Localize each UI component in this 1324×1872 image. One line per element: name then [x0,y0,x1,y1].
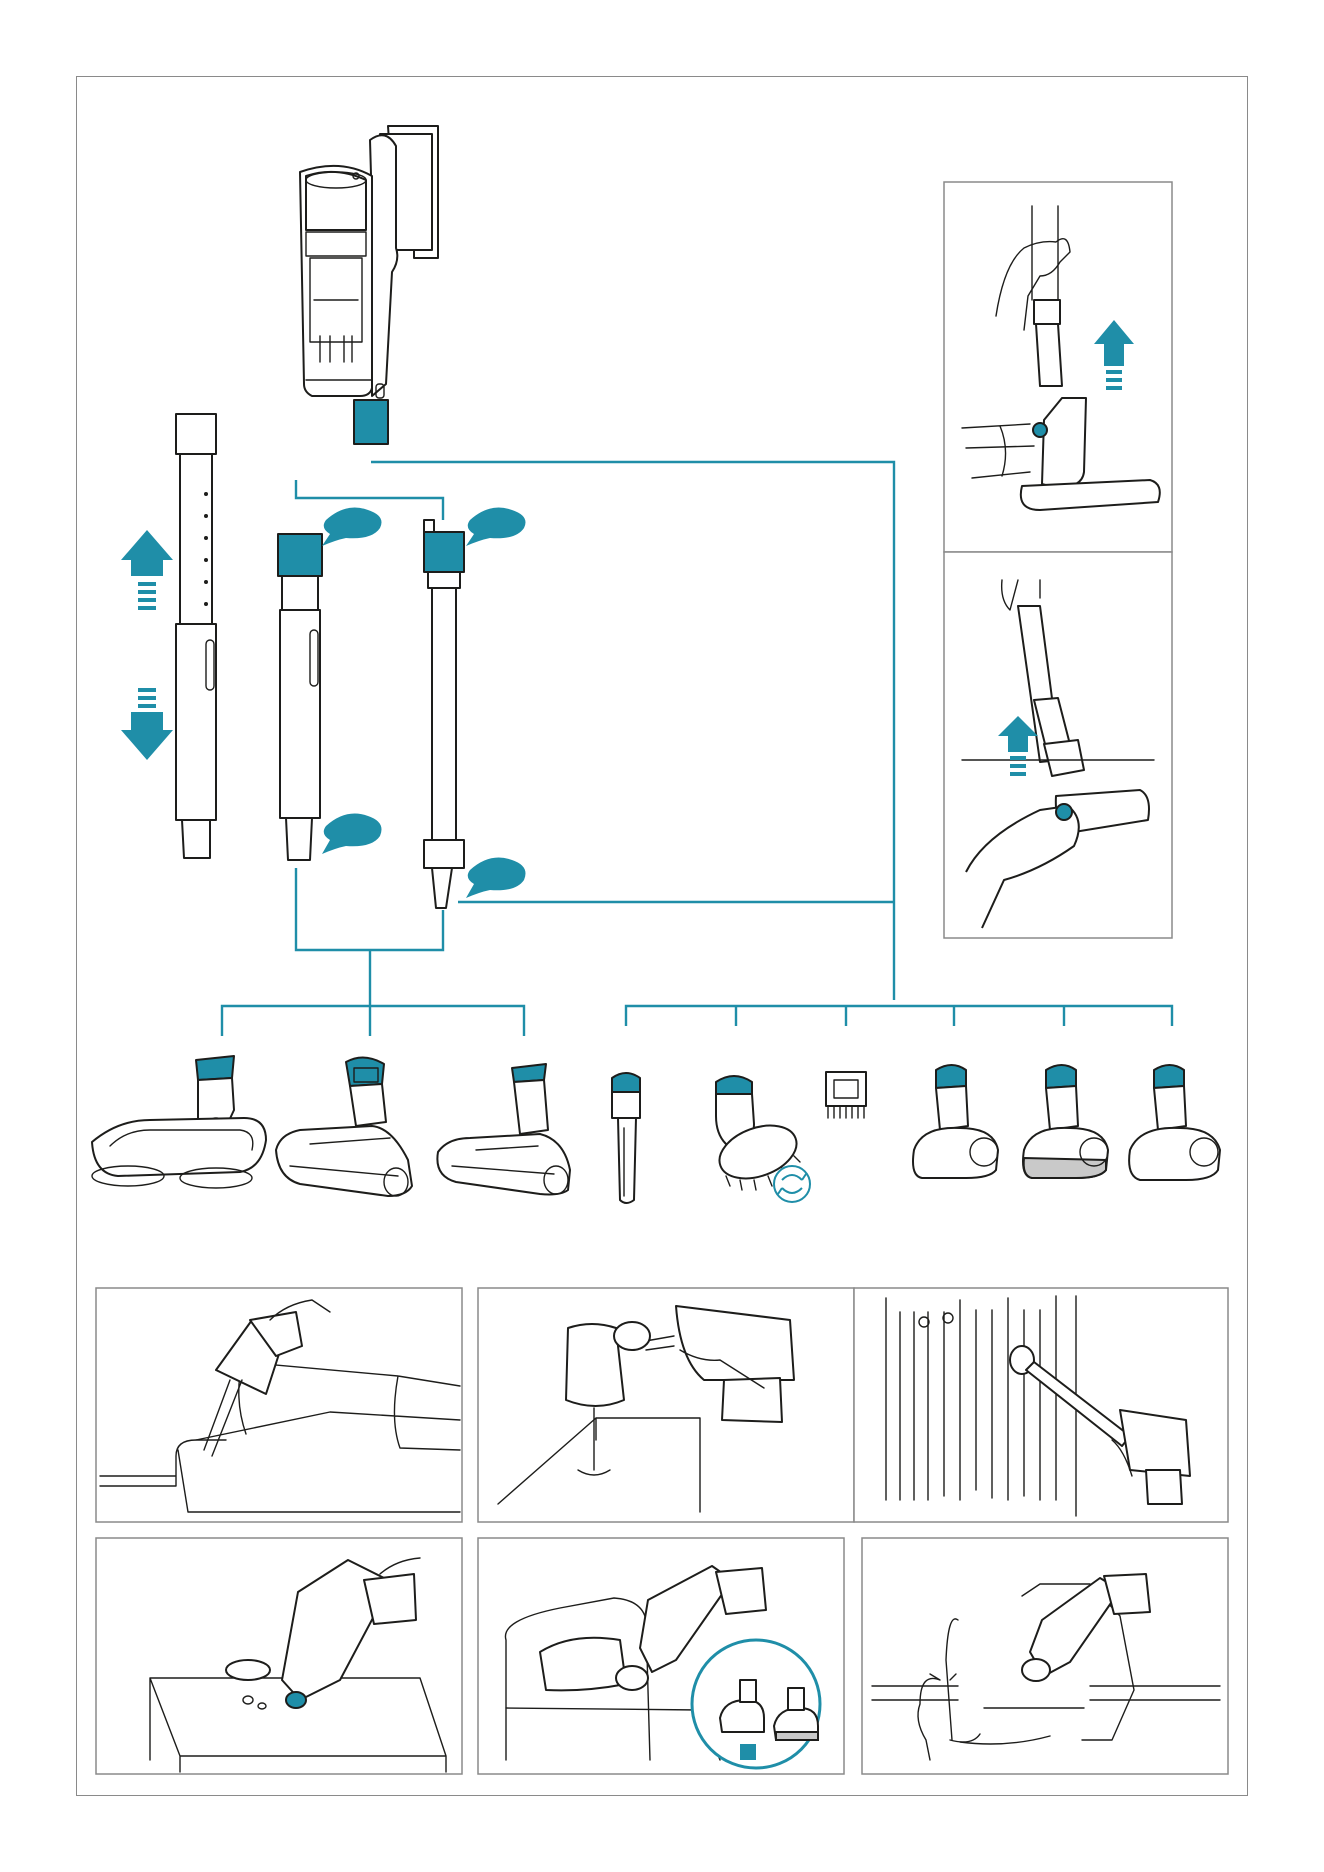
arrow-up-icon [121,530,173,610]
floor-nozzle-icon [437,1064,570,1195]
callout-3 [466,508,526,546]
callout-4 [466,858,526,898]
flexible-hose-icon [424,520,464,908]
callout-1 [322,508,382,546]
attach-nozzle-instruction-panel [944,552,1172,938]
crevice-tool-icon [612,1073,640,1203]
lamp-dusting-scene [478,1288,854,1522]
small-brush-icon [826,1072,866,1118]
bed-mattress-scene [478,1538,844,1774]
motorized-floor-brush-icon [276,1057,412,1196]
rotate-icon [774,1166,810,1202]
rigid-tube-icon [278,534,322,860]
mattress-tool-icon [1023,1065,1108,1178]
table-crumbs-scene [96,1538,462,1774]
mop-head-icon [92,1056,266,1188]
arrow-down-icon [121,688,173,760]
curtain-cleaning-scene [854,1288,1228,1522]
pet-armchair-scene [862,1538,1228,1774]
pet-tool-icon [1129,1065,1220,1180]
sofa-cleaning-scene [96,1288,462,1522]
main-vacuum-unit-icon [300,126,438,444]
telescopic-tube-icon [176,414,216,858]
detach-instruction-panel [944,182,1172,552]
callout-2 [322,814,382,854]
mini-turbo-brush-icon [913,1065,998,1178]
